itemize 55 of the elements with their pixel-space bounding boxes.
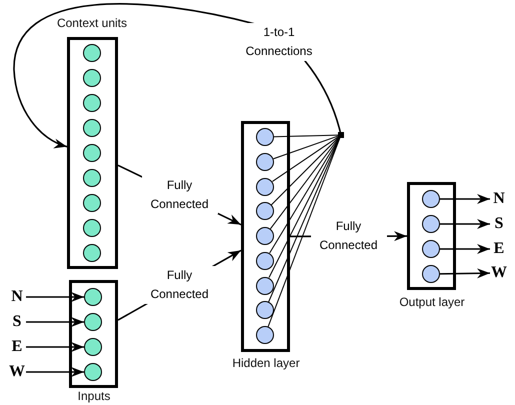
neuron-circle bbox=[256, 227, 274, 245]
connection-line bbox=[268, 138, 340, 278]
neuron-circle bbox=[83, 169, 101, 187]
neuron-circle bbox=[83, 44, 101, 62]
direction-label: S bbox=[8, 314, 26, 330]
neuron-circle bbox=[256, 152, 274, 171]
direction-label: N bbox=[490, 191, 508, 207]
connection-line bbox=[272, 136, 338, 182]
neuron-circle bbox=[83, 244, 101, 262]
neuron-circle bbox=[256, 301, 274, 320]
direction-label: W bbox=[490, 265, 508, 281]
neuron-circle bbox=[256, 128, 274, 146]
neuron-circle bbox=[84, 288, 102, 306]
neuron-circle bbox=[256, 252, 274, 270]
direction-label: E bbox=[8, 339, 26, 355]
layer-label: Output layer bbox=[398, 294, 466, 311]
arrow bbox=[440, 219, 490, 229]
neuron-circle bbox=[83, 219, 101, 237]
neuron-circle bbox=[256, 202, 274, 220]
neuron-circle bbox=[84, 313, 102, 331]
arrow bbox=[26, 367, 84, 377]
connection-line bbox=[270, 138, 338, 206]
neuron-circle bbox=[83, 144, 101, 162]
neuron-circle bbox=[83, 94, 101, 112]
arrow bbox=[26, 317, 84, 327]
neuron-circle bbox=[256, 178, 274, 196]
neuron-circle bbox=[84, 363, 102, 381]
edge-label: Fully Connected bbox=[142, 176, 218, 214]
neuron-circle bbox=[422, 215, 440, 233]
neuron-circle bbox=[422, 190, 440, 208]
layer-label: Inputs bbox=[76, 388, 112, 405]
connection-line bbox=[270, 138, 340, 230]
neuron-circle bbox=[422, 240, 440, 258]
direction-label: N bbox=[8, 289, 26, 305]
connection-line bbox=[273, 136, 338, 160]
layer-label: Context units bbox=[56, 15, 128, 32]
direction-label: E bbox=[490, 241, 508, 257]
neuron-circle bbox=[84, 338, 102, 356]
arrow bbox=[440, 194, 490, 204]
direction-label: S bbox=[490, 216, 508, 232]
arrow bbox=[26, 342, 84, 352]
neuron-circle bbox=[83, 119, 101, 137]
neuron-circle bbox=[422, 265, 440, 283]
connection-line bbox=[269, 138, 340, 254]
edge-label: Fully Connected bbox=[142, 266, 218, 304]
arrow bbox=[26, 292, 84, 302]
arrow bbox=[440, 244, 490, 254]
neuron-circle bbox=[83, 69, 101, 87]
neuron-circle bbox=[83, 194, 101, 212]
neuron-circle bbox=[256, 326, 274, 344]
layer-label: Hidden layer bbox=[231, 355, 301, 372]
neuron-circle bbox=[256, 276, 274, 294]
connection-line bbox=[274, 134, 338, 138]
direction-label: W bbox=[8, 364, 26, 380]
arrow bbox=[440, 268, 490, 278]
